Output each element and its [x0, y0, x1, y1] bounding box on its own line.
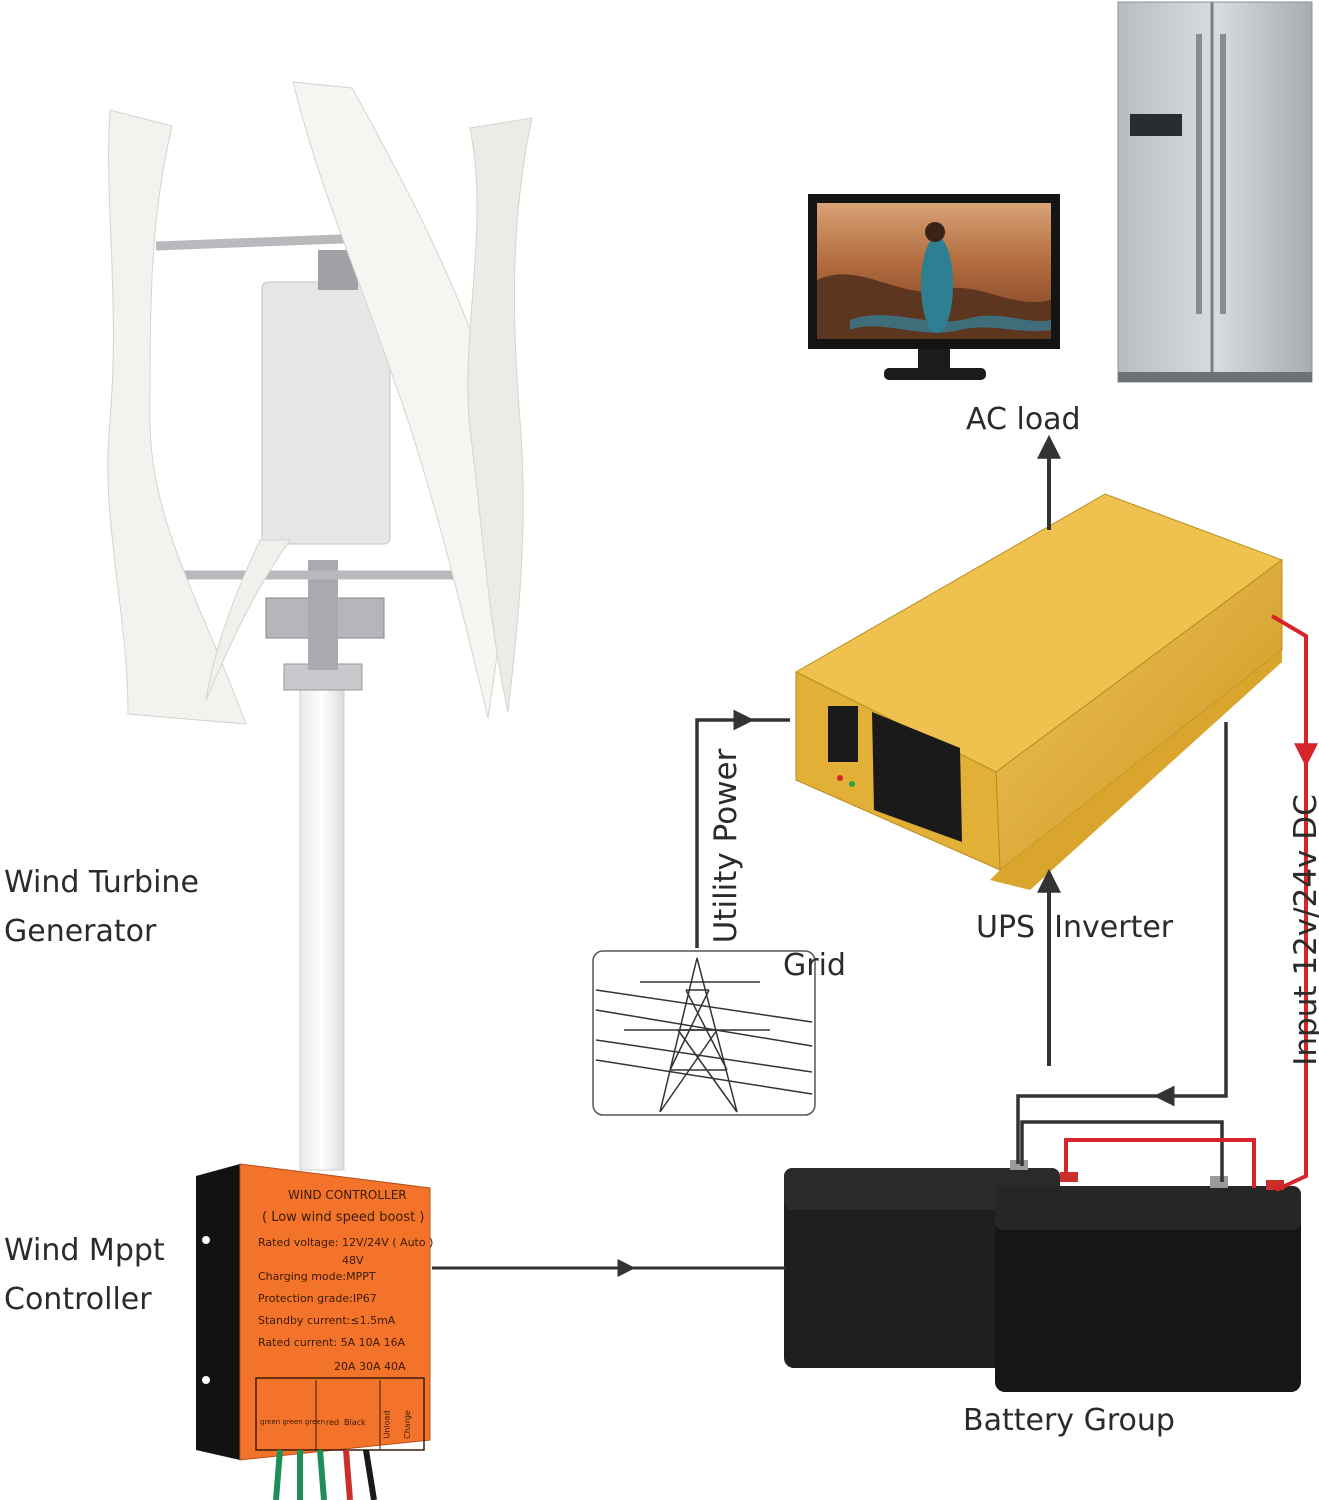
controller-voltage-alt: 48V [342, 1254, 364, 1267]
battery-group-illustration [784, 1160, 1301, 1392]
controller-standby: Standby current:≤1.5mA [258, 1314, 396, 1327]
fridge-handle-right [1220, 34, 1226, 314]
fridge-base [1118, 372, 1312, 382]
controller-terminal-black: Black [344, 1418, 366, 1427]
label-wind-turbine-line2: Generator [4, 914, 157, 949]
battery-back-terminal-neg [1010, 1160, 1028, 1170]
grid-tower-illustration [592, 950, 816, 1116]
inverter-led-green [849, 781, 855, 787]
turbine-blade-right [467, 117, 533, 713]
label-input-dc: Input 12v/24v DC [1288, 794, 1319, 1066]
controller-current-alt: 20A 30A 40A [334, 1360, 406, 1373]
line-battery-series-red [1064, 1138, 1256, 1188]
battery-front [995, 1186, 1301, 1392]
inverter-flange [990, 650, 1282, 890]
label-grid: Grid [783, 948, 846, 983]
controller-terminal-red: red [326, 1418, 340, 1427]
label-ac-load: AC load [966, 402, 1081, 437]
battery-front-terminal-neg [1210, 1176, 1228, 1188]
inverter-socket-panel [872, 712, 962, 842]
turbine-blade-back [205, 539, 291, 701]
line-battery-series-dark [1020, 1120, 1224, 1182]
grid-box [592, 950, 816, 1116]
battery-back-lid [784, 1168, 1060, 1210]
inverter-switch [828, 706, 858, 762]
tv-screen-person-head [925, 222, 945, 242]
turbine-pole [299, 689, 345, 1171]
controller-title: WIND CONTROLLER [288, 1188, 407, 1202]
controller-charge: Charge [402, 1410, 412, 1439]
grid-wires [595, 989, 813, 1095]
ups-inverter-illustration [794, 493, 1284, 890]
cable-green-3 [317, 1449, 327, 1500]
cable-black [363, 1449, 377, 1500]
flow-lines [432, 434, 1318, 1277]
label-wind-controller-line2: Controller [4, 1282, 152, 1317]
arrow-grid-to-inverter [695, 709, 755, 948]
label-wind-controller-line1: Wind Mppt [4, 1233, 165, 1268]
battery-front-terminal-pos [1266, 1180, 1284, 1190]
tv-screen-person [921, 237, 953, 333]
controller-bracket [196, 1164, 240, 1460]
inverter-led-red [837, 775, 843, 781]
refrigerator-illustration [1117, 1, 1313, 383]
controller-charging-mode: Charging mode:MPPT [258, 1270, 376, 1283]
controller-subtitle: ( Low wind speed boost ) [262, 1210, 425, 1225]
controller-body [239, 1163, 431, 1461]
controller-rated-voltage: Rated voltage: 12V/24V ( Auto ) [258, 1236, 434, 1249]
battery-front-lid [995, 1186, 1301, 1230]
controller-hole-2 [202, 1376, 210, 1384]
controller-protection: Protection grade:IP67 [258, 1292, 377, 1305]
fridge-display [1130, 114, 1182, 136]
battery-back-terminal-pos [1060, 1172, 1078, 1182]
arrow-inverter-return-to-battery [1153, 722, 1228, 1107]
turbine-blade-center [292, 81, 509, 719]
label-ups-inverter: UPS Inverter [976, 910, 1174, 945]
cable-green-1 [273, 1449, 283, 1500]
turbine-blade-left [107, 109, 247, 725]
arrow-dc-input-red [1270, 614, 1318, 768]
controller-hole-1 [202, 1236, 210, 1244]
fridge-handle-left [1196, 34, 1202, 314]
label-utility-power: Utility Power [708, 748, 744, 944]
controller-rated-current: Rated current: 5A 10A 16A [258, 1336, 406, 1349]
controller-terminal-green: green green green [260, 1418, 326, 1426]
label-wind-turbine-line1: Wind Turbine [4, 865, 199, 900]
controller-terminal-strip [255, 1377, 425, 1451]
wind-controller-illustration [196, 1163, 431, 1500]
label-battery-group: Battery Group [963, 1403, 1175, 1438]
battery-back [784, 1168, 1060, 1368]
cable-red [343, 1449, 353, 1500]
fridge-body [1117, 1, 1313, 383]
line-dc-input-red-tail [1275, 760, 1308, 1192]
tv-monitor-illustration [808, 194, 1060, 380]
line-return-to-battery-tail [1016, 1094, 1160, 1164]
controller-unload: Unload [382, 1410, 392, 1439]
tv-screen-river [850, 315, 1051, 333]
turbine-generator [261, 281, 391, 545]
tv-stand-base [884, 368, 986, 380]
wind-turbine-illustration [107, 81, 533, 1171]
tv-stand-neck [918, 349, 950, 369]
